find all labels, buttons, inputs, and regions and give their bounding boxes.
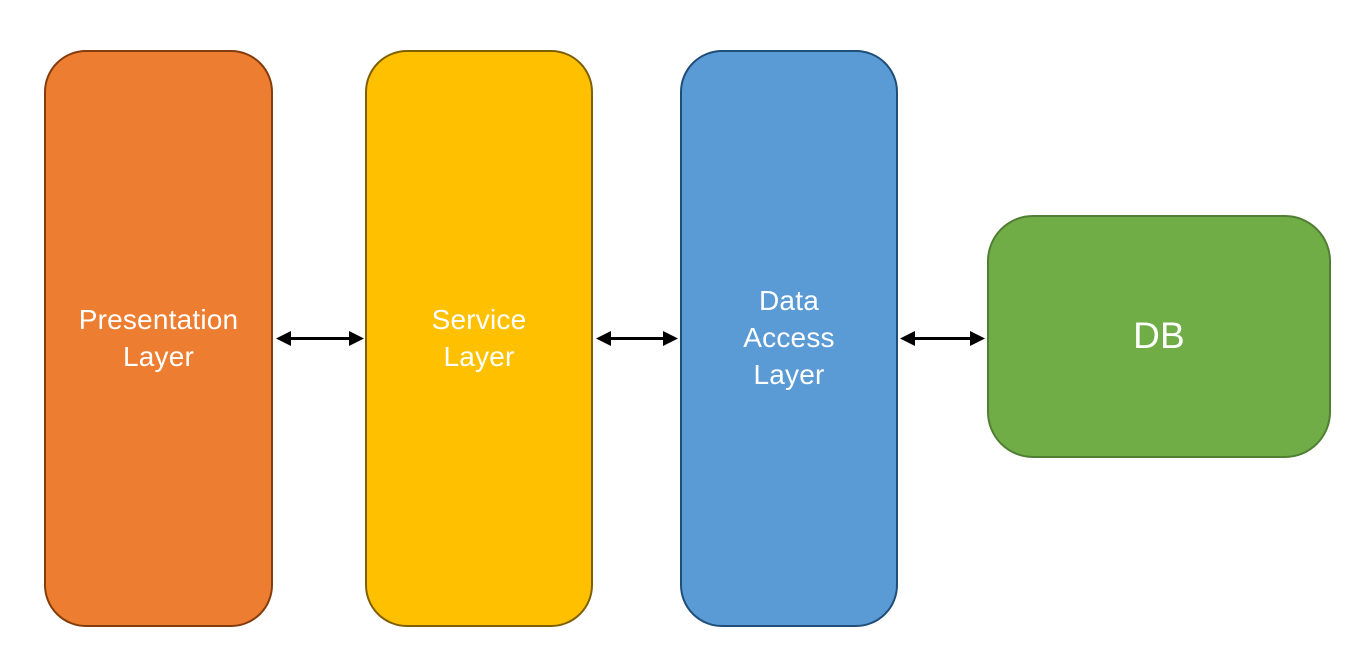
double-arrow-icon (900, 331, 985, 346)
presentation-layer-label: Presentation Layer (78, 303, 239, 372)
arrowhead-left-icon (900, 331, 915, 346)
double-arrow-icon (276, 331, 364, 346)
shape-service-layer: Service Layer (365, 50, 593, 627)
db-label: DB (1133, 315, 1185, 357)
arrowhead-right-icon (970, 331, 985, 346)
shape-db: DB (987, 215, 1331, 458)
arrowhead-right-icon (349, 331, 364, 346)
arrow-dataaccess-db (900, 328, 985, 349)
arrowhead-left-icon (276, 331, 291, 346)
double-arrow-icon (596, 331, 678, 346)
service-layer-label: Service Layer (431, 303, 527, 372)
arrow-presentation-service (276, 328, 364, 349)
shape-data-access-layer: Data Access Layer (680, 50, 898, 627)
shape-presentation-layer: Presentation Layer (44, 50, 273, 627)
arrowhead-left-icon (596, 331, 611, 346)
arrow-service-dataaccess (596, 328, 678, 349)
data-access-layer-label: Data Access Layer (743, 285, 835, 390)
arrowhead-right-icon (663, 331, 678, 346)
